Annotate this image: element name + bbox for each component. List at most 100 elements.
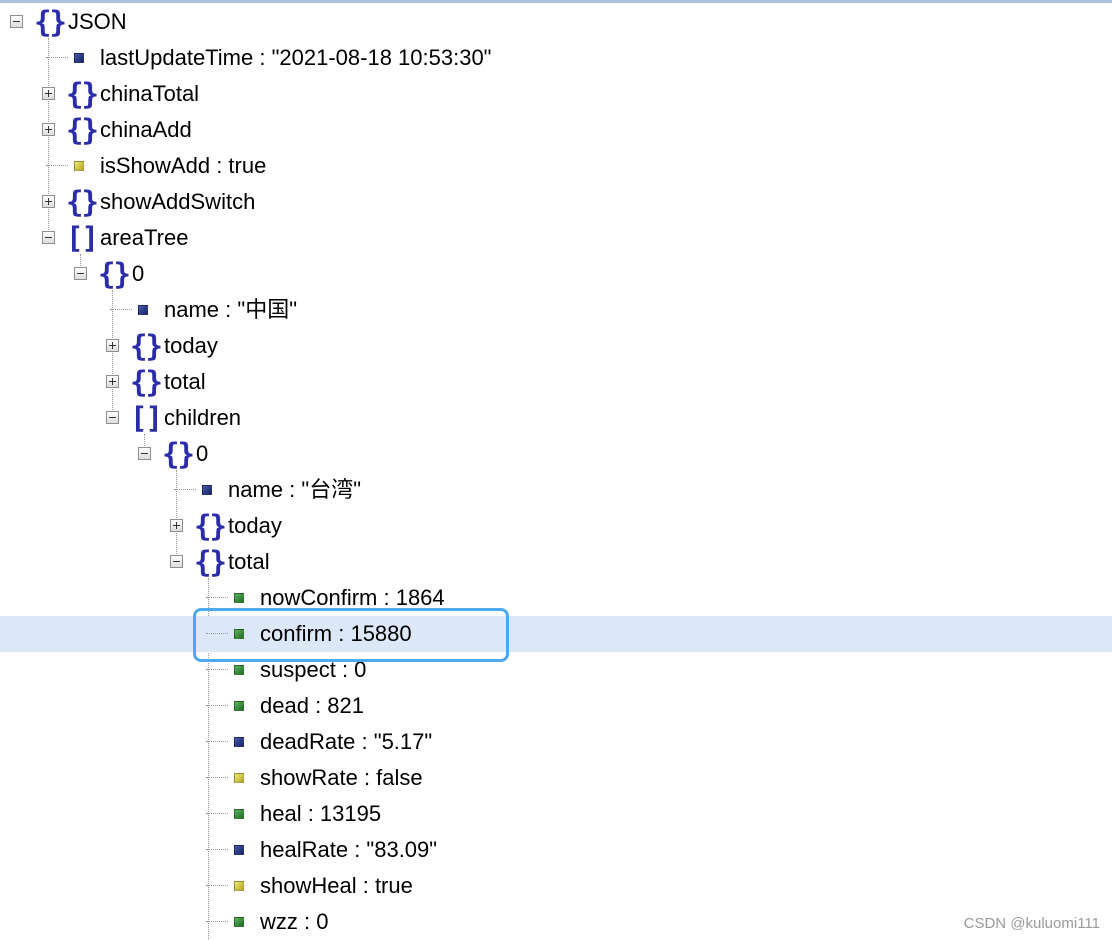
tree-row-0[interactable]: {}0 bbox=[0, 256, 1112, 292]
tree-node-label: suspect bbox=[260, 657, 336, 682]
tree-connector bbox=[46, 57, 68, 58]
tree-guide-line bbox=[48, 38, 49, 238]
object-brace-icon: {} bbox=[194, 509, 227, 543]
tree-connector bbox=[206, 921, 228, 922]
tree-guide-line bbox=[112, 290, 113, 418]
tree-node-label: 0 bbox=[196, 441, 209, 466]
string-value-icon bbox=[138, 305, 148, 315]
tree-node-label: name bbox=[164, 297, 220, 322]
tree-connector bbox=[206, 741, 228, 742]
tree-connector bbox=[206, 849, 228, 850]
tree-node-label: showAddSwitch bbox=[100, 189, 256, 214]
tree-row-healrate[interactable]: healRate : "83.09" bbox=[0, 832, 1112, 868]
expand-toggle-icon[interactable] bbox=[106, 375, 119, 388]
tree-node-label: 0 bbox=[132, 261, 145, 286]
tree-connector bbox=[206, 633, 228, 634]
string-value-icon bbox=[234, 845, 244, 855]
object-brace-icon: {} bbox=[98, 257, 131, 291]
tree-row-json[interactable]: {}JSON bbox=[0, 4, 1112, 40]
tree-row-deadrate[interactable]: deadRate : "5.17" bbox=[0, 724, 1112, 760]
tree-row-name[interactable]: name : "中国" bbox=[0, 292, 1112, 328]
collapse-toggle-icon[interactable] bbox=[138, 447, 151, 460]
tree-row-chinaadd[interactable]: {}chinaAdd bbox=[0, 112, 1112, 148]
number-value-icon bbox=[234, 701, 244, 711]
tree-row-children[interactable]: []children bbox=[0, 400, 1112, 436]
tree-node-label: today bbox=[228, 513, 282, 538]
tree-row-lastupdatetime[interactable]: lastUpdateTime : "2021-08-18 10:53:30" bbox=[0, 40, 1112, 76]
tree-row-showaddswitch[interactable]: {}showAddSwitch bbox=[0, 184, 1112, 220]
tree-node-label: name bbox=[228, 477, 284, 502]
tree-row-isshowadd[interactable]: isShowAdd : true bbox=[0, 148, 1112, 184]
tree-row-chinatotal[interactable]: {}chinaTotal bbox=[0, 76, 1112, 112]
tree-row-total[interactable]: {}total bbox=[0, 364, 1112, 400]
tree-node-value: : true bbox=[356, 873, 413, 898]
number-value-icon bbox=[234, 665, 244, 675]
tree-connector bbox=[174, 489, 196, 490]
tree-node-value: : 0 bbox=[297, 909, 329, 934]
tree-node-label: showHeal bbox=[260, 873, 357, 898]
tree-row-dead[interactable]: dead : 821 bbox=[0, 688, 1112, 724]
tree-node-value: : false bbox=[357, 765, 423, 790]
tree-node-label: heal bbox=[260, 801, 302, 826]
collapse-toggle-icon[interactable] bbox=[10, 15, 23, 28]
tree-node-label: JSON bbox=[68, 9, 127, 34]
number-value-icon bbox=[234, 809, 244, 819]
tree-node-label: today bbox=[164, 333, 218, 358]
expand-toggle-icon[interactable] bbox=[42, 87, 55, 100]
tree-node-label: chinaAdd bbox=[100, 117, 192, 142]
tree-guide-line bbox=[80, 254, 81, 274]
expand-toggle-icon[interactable] bbox=[42, 123, 55, 136]
object-brace-icon: {} bbox=[130, 329, 163, 363]
tree-node-label: confirm bbox=[260, 621, 333, 646]
tree-node-value: : 821 bbox=[308, 693, 364, 718]
tree-row-today[interactable]: {}today bbox=[0, 328, 1112, 364]
tree-node-label: deadRate bbox=[260, 729, 356, 754]
tree-connector bbox=[206, 813, 228, 814]
object-brace-icon: {} bbox=[66, 113, 99, 147]
number-value-icon bbox=[234, 629, 244, 639]
boolean-value-icon bbox=[234, 881, 244, 891]
collapse-toggle-icon[interactable] bbox=[42, 231, 55, 244]
array-bracket-icon: [] bbox=[130, 401, 163, 435]
tree-node-label: children bbox=[164, 405, 242, 430]
tree-node-value: : "5.17" bbox=[355, 729, 433, 754]
expand-toggle-icon[interactable] bbox=[42, 195, 55, 208]
tree-row-confirm[interactable]: confirm : 15880 bbox=[0, 616, 1112, 652]
object-brace-icon: {} bbox=[66, 77, 99, 111]
tree-connector bbox=[206, 597, 228, 598]
object-brace-icon: {} bbox=[34, 5, 67, 39]
tree-connector bbox=[206, 885, 228, 886]
tree-node-value: : 15880 bbox=[332, 621, 412, 646]
collapse-toggle-icon[interactable] bbox=[170, 555, 183, 568]
tree-node-value: : true bbox=[210, 153, 267, 178]
tree-row-today[interactable]: {}today bbox=[0, 508, 1112, 544]
expand-toggle-icon[interactable] bbox=[106, 339, 119, 352]
object-brace-icon: {} bbox=[66, 185, 99, 219]
tree-row-name[interactable]: name : "台湾" bbox=[0, 472, 1112, 508]
collapse-toggle-icon[interactable] bbox=[74, 267, 87, 280]
tree-row-nowconfirm[interactable]: nowConfirm : 1864 bbox=[0, 580, 1112, 616]
tree-node-value: : "83.09" bbox=[348, 837, 438, 862]
tree-node-value: : "2021-08-18 10:53:30" bbox=[253, 45, 492, 70]
tree-row-showrate[interactable]: showRate : false bbox=[0, 760, 1112, 796]
tree-row-wzz[interactable]: wzz : 0 bbox=[0, 904, 1112, 940]
tree-row-0[interactable]: {}0 bbox=[0, 436, 1112, 472]
tree-guide-line bbox=[176, 470, 177, 562]
tree-node-label: isShowAdd bbox=[100, 153, 211, 178]
tree-node-value: : "中国" bbox=[219, 297, 298, 322]
tree-row-total[interactable]: {}total bbox=[0, 544, 1112, 580]
tree-node-label: healRate bbox=[260, 837, 349, 862]
collapse-toggle-icon[interactable] bbox=[106, 411, 119, 424]
tree-row-areatree[interactable]: []areaTree bbox=[0, 220, 1112, 256]
tree-node-label: dead bbox=[260, 693, 309, 718]
tree-node-value: : 1864 bbox=[377, 585, 445, 610]
tree-row-suspect[interactable]: suspect : 0 bbox=[0, 652, 1112, 688]
expand-toggle-icon[interactable] bbox=[170, 519, 183, 532]
tree-row-showheal[interactable]: showHeal : true bbox=[0, 868, 1112, 904]
window-top-border bbox=[0, 0, 1112, 3]
object-brace-icon: {} bbox=[162, 437, 195, 471]
array-bracket-icon: [] bbox=[66, 221, 99, 255]
tree-row-heal[interactable]: heal : 13195 bbox=[0, 796, 1112, 832]
tree-node-label: chinaTotal bbox=[100, 81, 200, 106]
